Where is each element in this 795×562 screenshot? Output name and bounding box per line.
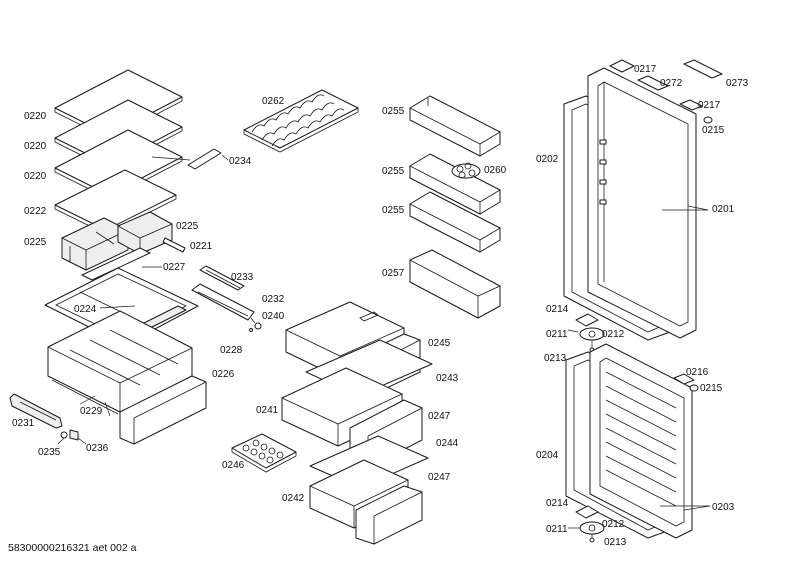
egg-holder-0260 [451,162,481,179]
rail-0221 [162,237,186,253]
label-0242: 0242 [282,493,305,504]
handle-cover-0272 [637,75,669,91]
label-0273: 0273 [726,78,749,89]
label-0202: 0202 [536,154,559,165]
wine-rack-0262 [243,89,359,153]
label-0220-top: 0220 [24,111,47,122]
label-0262: 0262 [262,96,285,107]
label-0227: 0227 [163,262,186,273]
door-balcony-0255-top [409,95,501,157]
label-0231: 0231 [12,418,35,429]
ice-cube-tray-0246 [231,433,297,473]
label-0225-right: 0225 [176,221,199,232]
crisper-drawer-0226 [47,310,207,445]
drawer-slide-0229 [51,379,119,417]
label-0272: 0272 [660,78,683,89]
label-0234: 0234 [229,156,252,167]
freezer-drawer-0242 [309,459,423,545]
label-0212-upper: 0212 [602,329,625,340]
label-0212-lower: 0212 [602,519,625,530]
cover-strip-0227 [81,247,162,281]
label-0225-left: 0225 [24,237,47,248]
fridge-door-0201 [587,67,709,339]
label-0213-upper: 0213 [544,353,567,364]
label-0246: 0246 [222,460,245,471]
bushing-0215-top [703,116,713,124]
label-0213-lower: 0213 [604,537,627,548]
bushing-0215-lower [689,384,699,392]
door-balcony-0255-middle [409,153,501,215]
freezer-door-0203 [589,343,711,539]
label-0245: 0245 [428,338,451,349]
label-0224: 0224 [74,304,97,315]
label-0243: 0243 [436,373,459,384]
label-0211-upper: 0211 [546,329,568,340]
hinge-set-upper [567,313,605,353]
storage-box-0225-right [117,211,173,255]
label-0229: 0229 [80,406,103,417]
label-0244: 0244 [436,438,459,449]
label-0204: 0204 [536,450,559,461]
label-0215-lower: 0215 [700,383,723,394]
rail-bracket-0232 [191,283,262,332]
label-0217-top: 0217 [634,64,657,75]
bottle-balcony-0257 [409,249,501,319]
shelf-trim-strip-0234 [151,148,229,170]
label-0203: 0203 [712,502,735,513]
label-0260: 0260 [484,165,507,176]
label-0226: 0226 [212,369,235,380]
cover-cap-0217-lower [679,99,703,111]
label-0217-lower: 0217 [698,100,721,111]
label-0201: 0201 [712,204,735,215]
cover-cap-0217-top [609,59,635,73]
rail-0233 [199,265,245,291]
clip-0236 [69,429,87,445]
label-0220-third: 0220 [24,171,47,182]
label-0221: 0221 [190,241,213,252]
screw-0235 [57,431,68,445]
label-0228: 0228 [220,345,243,356]
cover-cap-0216 [673,373,695,385]
label-0255-top: 0255 [382,106,405,117]
label-0255-middle: 0255 [382,166,405,177]
label-0220-second: 0220 [24,141,47,152]
label-0247-upper: 0247 [428,411,451,422]
bracket-0231 [9,393,63,429]
label-0236: 0236 [86,443,109,454]
label-0233: 0233 [231,272,254,283]
storage-box-0225-left [61,217,129,271]
door-balcony-0255-lower [409,191,501,253]
label-0241: 0241 [256,405,279,416]
hinge-set-lower [568,505,605,543]
label-0214-lower: 0214 [546,498,569,509]
label-0222: 0222 [24,206,47,217]
label-0232: 0232 [262,294,285,305]
footer-document-id: 58300000216321 aet 002 a [8,542,137,554]
handle-0273 [683,59,723,79]
label-0240: 0240 [262,311,285,322]
label-0214-upper: 0214 [546,304,569,315]
label-0235: 0235 [38,447,61,458]
label-0247-lower: 0247 [428,472,451,483]
label-0255-lower: 0255 [382,205,405,216]
label-0211-lower: 0211 [546,524,568,535]
label-0257: 0257 [382,268,405,279]
label-0216: 0216 [686,367,709,378]
label-0215-top: 0215 [702,125,725,136]
